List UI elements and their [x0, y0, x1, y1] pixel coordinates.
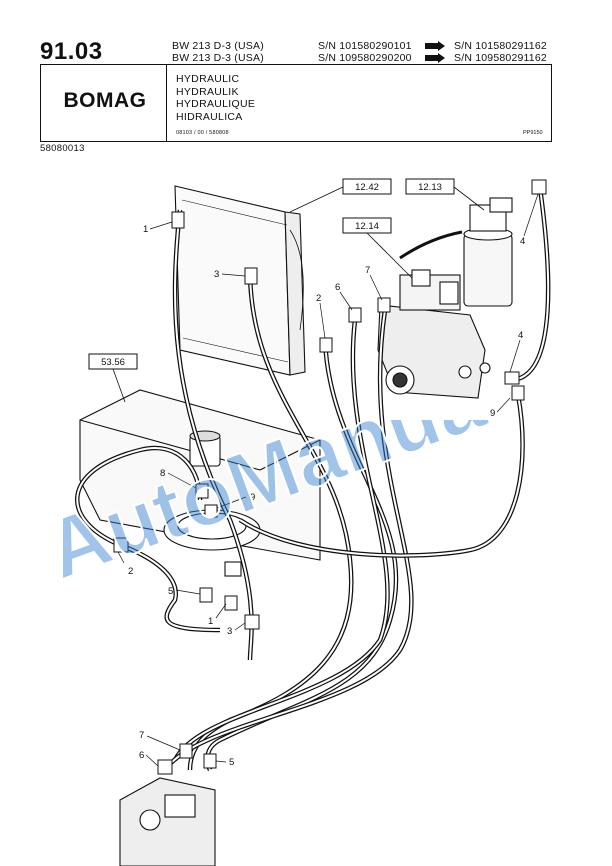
ref-box-12-13: 12.13: [418, 182, 442, 193]
callout-number: 3: [214, 269, 219, 280]
hose-fittings: [113, 179, 547, 775]
brand-logo-text: BOMAG: [64, 89, 147, 112]
doc-reference: 08103 / 00 / 580808: [176, 130, 229, 136]
callout-number: 6: [335, 282, 340, 293]
callout-number: 7: [139, 730, 144, 741]
callout-number: 3: [227, 626, 232, 637]
callout-number: 8: [160, 468, 165, 479]
callout-leaders: [117, 193, 539, 767]
header-divider: [166, 64, 168, 142]
bomag-logo: BOMAG: [64, 89, 147, 112]
reference-boxes: [88, 178, 455, 370]
plate-code: PP9150: [523, 130, 543, 136]
callout-number: 5: [229, 757, 234, 768]
serial-from: S/N 109580290200: [318, 52, 412, 64]
model-line: BW 213 D-3 (USA): [172, 40, 264, 52]
serial-to: S/N 109580291162: [454, 52, 547, 64]
model-line: BW 213 D-3 (USA): [172, 52, 264, 64]
hydraulic-hoses: [74, 187, 551, 772]
page-number: 91.03: [40, 38, 103, 65]
callout-number: 9: [250, 492, 255, 503]
section-titles: HYDRAULIC HYDRAULIK HYDRAULIQUE HIDRAULI…: [176, 73, 255, 123]
ref-box-12-42: 12.42: [355, 182, 379, 193]
header-box: [40, 64, 552, 142]
callout-number: 2: [128, 566, 133, 577]
ref-box-53-56: 53.56: [101, 357, 125, 368]
callout-number: 7: [365, 265, 370, 276]
ref-box-12-14: 12.14: [355, 221, 379, 232]
serial-from: S/N 101580290101: [318, 40, 412, 52]
callout-number: 6: [139, 750, 144, 761]
drive-motor: [119, 777, 216, 866]
reference-leaders: [112, 186, 485, 403]
title-en: HYDRAULIC: [176, 73, 240, 85]
part-number: 58080013: [40, 143, 85, 154]
callout-number: 1: [143, 224, 148, 235]
arrow-right-icon: [425, 41, 445, 51]
callout-number: 5: [168, 586, 173, 597]
serial-to: S/N 101580291162: [454, 40, 547, 52]
callout-number: 4: [520, 236, 525, 247]
callout-number: 4: [518, 330, 523, 341]
hydraulic-pump: [377, 269, 491, 399]
return-filter: [399, 197, 513, 307]
callout-number: 2: [316, 293, 321, 304]
callout-number: 9: [490, 408, 495, 419]
oil-cooler: [174, 185, 306, 376]
callout-number: 1: [208, 616, 213, 627]
title-de: HYDRAULIK: [176, 85, 239, 98]
title-fr: HYDRAULIQUE: [176, 98, 256, 110]
arrow-right-icon: [425, 53, 445, 63]
title-es: HIDRAULICA: [176, 110, 243, 123]
hydraulic-diagram: 12.42 12.13 12.14 53.56 1 3 2 6 7 4 4 9 …: [74, 178, 551, 866]
